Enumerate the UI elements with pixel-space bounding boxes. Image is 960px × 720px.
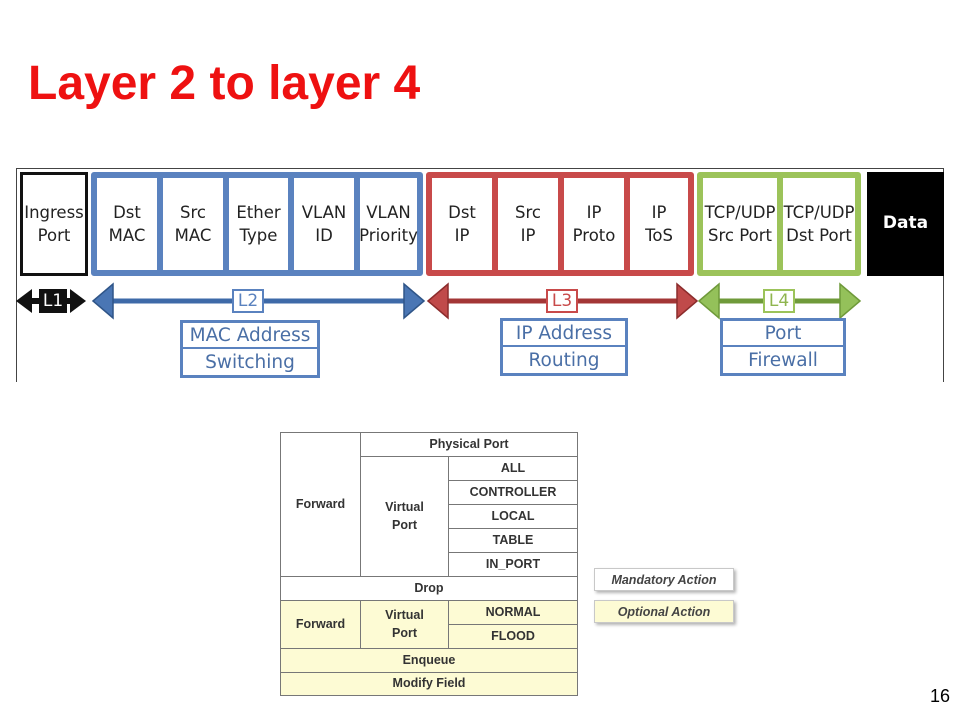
modify-field-cell: Modify Field: [280, 672, 578, 696]
l2-capability-line-1: MAC Address: [183, 323, 317, 349]
l2-group-outline: [91, 172, 423, 276]
field-ip-proto: IP Proto: [561, 175, 627, 273]
legend-mandatory-action: Mandatory Action: [594, 568, 734, 591]
l2-tag: L2: [232, 289, 264, 313]
l3-capability-box: IP Address Routing: [500, 318, 628, 376]
field-dst-mac: Dst MAC: [94, 175, 160, 273]
field-tcp-udp-dst-port: TCP/UDP Dst Port: [780, 175, 858, 273]
l3-capability-line-1: IP Address: [503, 321, 625, 347]
drop-cell: Drop: [280, 576, 578, 601]
virtual-port-cell: Virtual Port: [360, 456, 449, 577]
virtual-port-local: LOCAL: [448, 504, 578, 529]
l4-capability-line-2: Firewall: [748, 349, 818, 371]
page-number: 16: [929, 686, 950, 706]
field-src-mac: Src MAC: [160, 175, 226, 273]
optional-virtual-port-cell: Virtual Port: [360, 600, 449, 649]
forward-cell: Forward: [280, 432, 361, 577]
l1-tag: L1: [39, 289, 67, 313]
l3-capability-line-2: Routing: [528, 349, 600, 371]
enqueue-cell: Enqueue: [280, 648, 578, 673]
virtual-port-normal: NORMAL: [448, 600, 578, 625]
field-vlan-priority: VLAN Priority: [357, 175, 420, 273]
virtual-port-controller: CONTROLLER: [448, 480, 578, 505]
l4-capability-line-1: Port: [723, 321, 843, 347]
virtual-port-in-port: IN_PORT: [448, 552, 578, 577]
l3-group-outline: [426, 172, 694, 276]
field-src-ip: Src IP: [495, 175, 561, 273]
virtual-port-flood: FLOOD: [448, 624, 578, 649]
l4-tag: L4: [763, 289, 795, 313]
slide-title: Layer 2 to layer 4: [28, 57, 421, 110]
virtual-port-table: TABLE: [448, 528, 578, 553]
field-ip-tos: IP ToS: [627, 175, 691, 273]
optional-forward-cell: Forward: [280, 600, 361, 649]
l2-capability-line-2: Switching: [205, 351, 295, 373]
field-vlan-id: VLAN ID: [291, 175, 357, 273]
l3-tag: L3: [546, 289, 578, 313]
legend-optional-action: Optional Action: [594, 600, 734, 623]
field-ether-type: Ether Type: [226, 175, 291, 273]
physical-port-cell: Physical Port: [360, 432, 578, 457]
field-ingress-port: Ingress Port: [20, 172, 88, 276]
field-data: Data: [867, 172, 944, 276]
virtual-port-all: ALL: [448, 456, 578, 481]
action-table: Forward Physical Port Virtual Port ALL C…: [280, 432, 578, 696]
l4-capability-box: Port Firewall: [720, 318, 846, 376]
l4-group-outline: [697, 172, 861, 276]
field-dst-ip: Dst IP: [429, 175, 495, 273]
field-tcp-udp-src-port: TCP/UDP Src Port: [700, 175, 780, 273]
l2-capability-box: MAC Address Switching: [180, 320, 320, 378]
